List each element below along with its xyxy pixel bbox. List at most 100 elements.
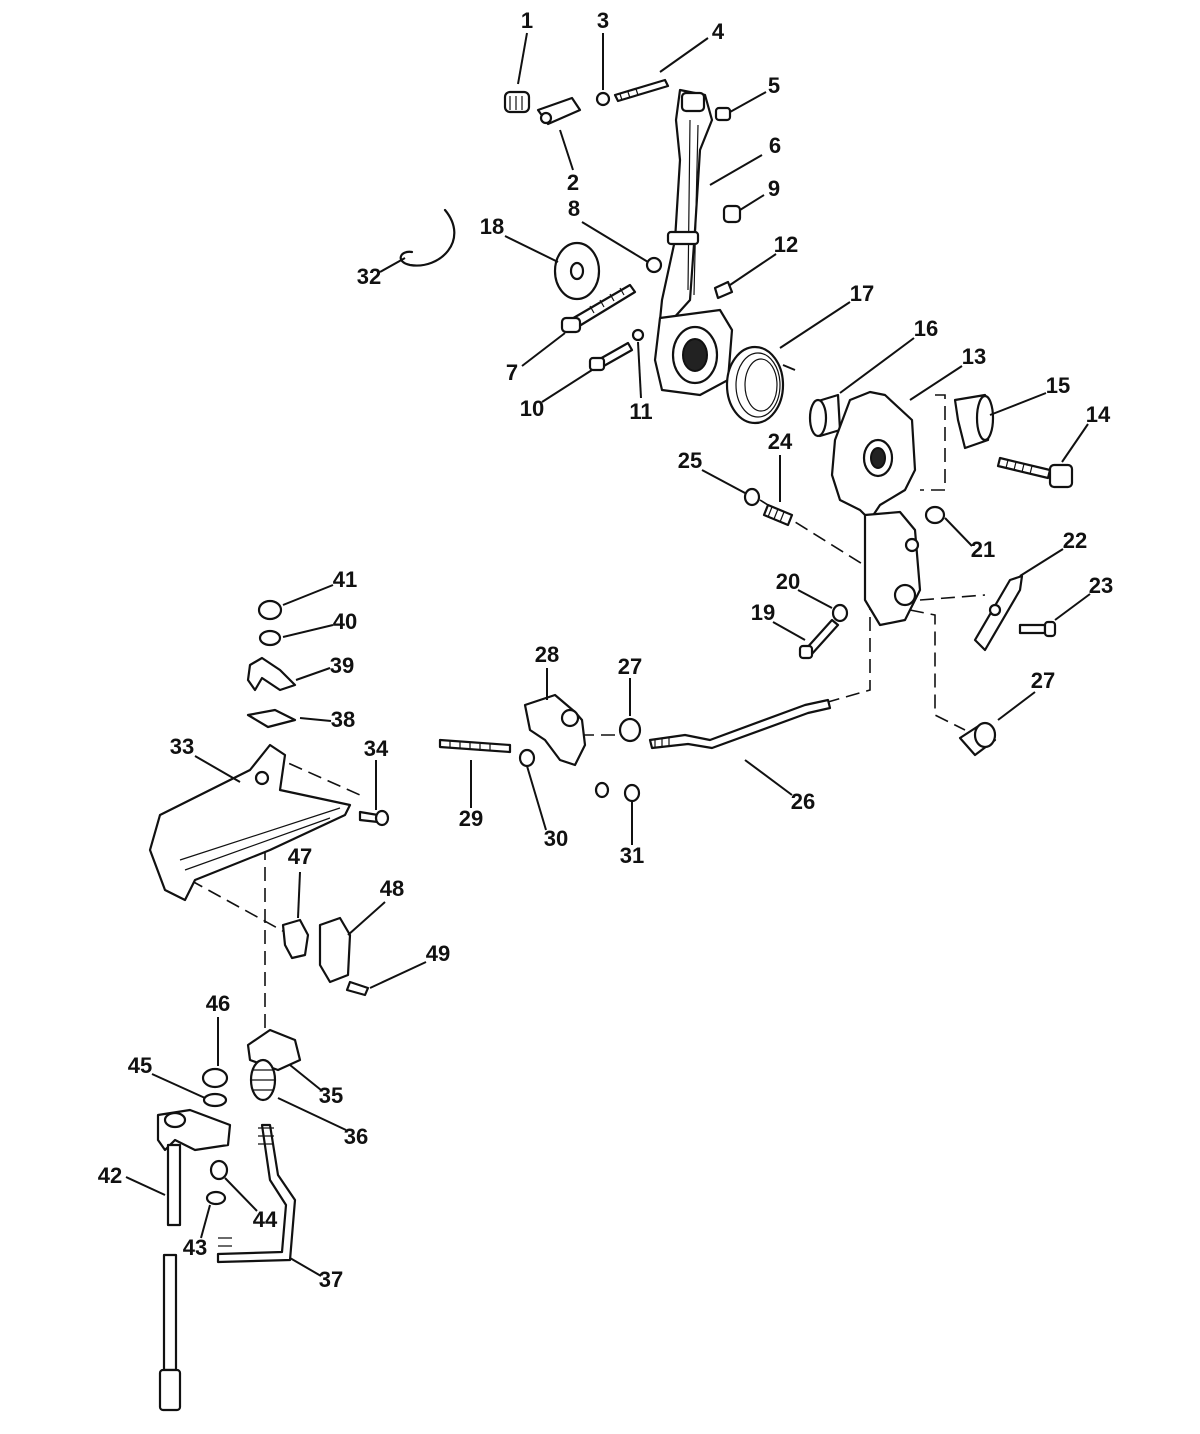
leader-line-5 xyxy=(729,91,767,113)
callout-label-6: 6 xyxy=(769,133,781,158)
throttle-arm-assembly xyxy=(399,78,842,438)
callout-label-11: 11 xyxy=(629,399,652,424)
part-9-bushing xyxy=(722,204,742,224)
part-6-throttle-arm xyxy=(658,88,714,322)
callout-label-32: 32 xyxy=(357,264,381,289)
part-48-plate xyxy=(318,916,352,984)
callout-label-9: 9 xyxy=(768,176,780,201)
leader-line-19 xyxy=(772,621,806,641)
part-8-nut xyxy=(645,256,663,274)
callout-label-25: 25 xyxy=(678,448,702,473)
part-45-washer xyxy=(202,1092,228,1108)
callout-label-15: 15 xyxy=(1046,373,1070,398)
callout-label-28: 28 xyxy=(535,642,559,667)
leader-line-36 xyxy=(277,1097,347,1131)
part-3-washer xyxy=(595,91,611,107)
leader-line-38 xyxy=(299,717,332,722)
callout-label-36: 36 xyxy=(344,1124,368,1149)
part-29-stud xyxy=(438,738,512,754)
leader-line-27 xyxy=(997,691,1036,721)
callout-label-4: 4 xyxy=(712,19,725,44)
callout-label-24: 24 xyxy=(768,429,793,454)
leader-line-33 xyxy=(194,755,241,783)
part-42-shaft xyxy=(166,1143,182,1227)
leader-line-13 xyxy=(909,365,963,401)
leader-line-23 xyxy=(1054,593,1091,621)
leader-line-47 xyxy=(297,871,301,919)
leader-line-39 xyxy=(295,667,331,681)
leader-line-12 xyxy=(729,253,777,286)
callout-label-44: 44 xyxy=(253,1207,278,1232)
part-46-nut xyxy=(201,1067,229,1089)
callout-label-41: 41 xyxy=(333,567,357,592)
callout-label-1: 1 xyxy=(521,8,533,33)
part-17-spring xyxy=(725,345,796,425)
leader-line-49 xyxy=(369,961,427,989)
callout-label-40: 40 xyxy=(333,609,357,634)
callout-label-12: 12 xyxy=(774,232,798,257)
leader-line-48 xyxy=(347,901,386,936)
leader-line-18 xyxy=(504,235,559,263)
callout-label-20: 20 xyxy=(776,569,800,594)
leader-line-15 xyxy=(989,392,1047,416)
callout-label-45: 45 xyxy=(128,1053,152,1078)
callout-label-38: 38 xyxy=(331,707,355,732)
part-20-washer xyxy=(831,603,849,623)
callout-label-46: 46 xyxy=(206,991,230,1016)
lower-shift-assembly xyxy=(148,599,390,1412)
leader-line-25 xyxy=(701,469,746,494)
leader-line-40 xyxy=(282,624,334,638)
part-42-lower-rod xyxy=(162,1253,178,1372)
callout-label-7: 7 xyxy=(506,360,518,385)
part-1-nut xyxy=(503,90,531,114)
leader-line-6 xyxy=(709,154,763,186)
callout-label-31: 31 xyxy=(620,843,644,868)
part-23-screw xyxy=(1018,623,1047,635)
callout-label-42: 42 xyxy=(98,1163,122,1188)
part-37-shift-rod xyxy=(216,1123,297,1264)
leader-line-42 xyxy=(125,1176,166,1196)
callout-label-16: 16 xyxy=(914,316,938,341)
part-38-plate xyxy=(246,708,297,729)
callout-label-23: 23 xyxy=(1089,573,1113,598)
callout-label-13: 13 xyxy=(962,344,986,369)
leader-line-26 xyxy=(744,759,793,796)
part-25-nut xyxy=(743,487,761,507)
leader-line-1 xyxy=(517,32,528,85)
callout-label-22: 22 xyxy=(1063,528,1087,553)
callout-label-26: 26 xyxy=(791,789,815,814)
part-47-block xyxy=(281,918,310,960)
callout-label-48: 48 xyxy=(380,876,404,901)
callout-label-39: 39 xyxy=(330,653,354,678)
part-41-nut xyxy=(257,599,283,621)
part-49-screw xyxy=(345,980,370,997)
callout-label-21: 21 xyxy=(971,537,995,562)
callout-label-18: 18 xyxy=(480,214,504,239)
callout-label-47: 47 xyxy=(288,844,312,869)
part-44-pin xyxy=(209,1159,229,1181)
callout-label-37: 37 xyxy=(319,1267,343,1292)
part-31-nut xyxy=(623,783,641,803)
part-30-nut xyxy=(518,748,536,768)
part-21-nut xyxy=(924,505,946,525)
callout-label-30: 30 xyxy=(544,826,568,851)
leader-line-17 xyxy=(779,301,851,349)
part-26-link-rod xyxy=(648,698,832,750)
part-27-nut xyxy=(618,717,642,743)
leader-line-10 xyxy=(541,369,593,403)
part-5-nut xyxy=(714,106,732,122)
callout-label-14: 14 xyxy=(1086,402,1111,427)
callout-label-2: 2 xyxy=(567,170,579,195)
callout-label-49: 49 xyxy=(426,941,450,966)
leader-line-9 xyxy=(739,194,765,211)
leader-line-4 xyxy=(659,37,709,73)
leader-line-7 xyxy=(521,332,566,367)
leader-line-16 xyxy=(839,337,915,394)
linkage-rod-assembly xyxy=(438,693,832,803)
leader-line-45 xyxy=(151,1073,206,1099)
leader-line-37 xyxy=(289,1257,322,1277)
callout-label-33: 33 xyxy=(170,734,194,759)
callout-label-19: 19 xyxy=(751,600,775,625)
